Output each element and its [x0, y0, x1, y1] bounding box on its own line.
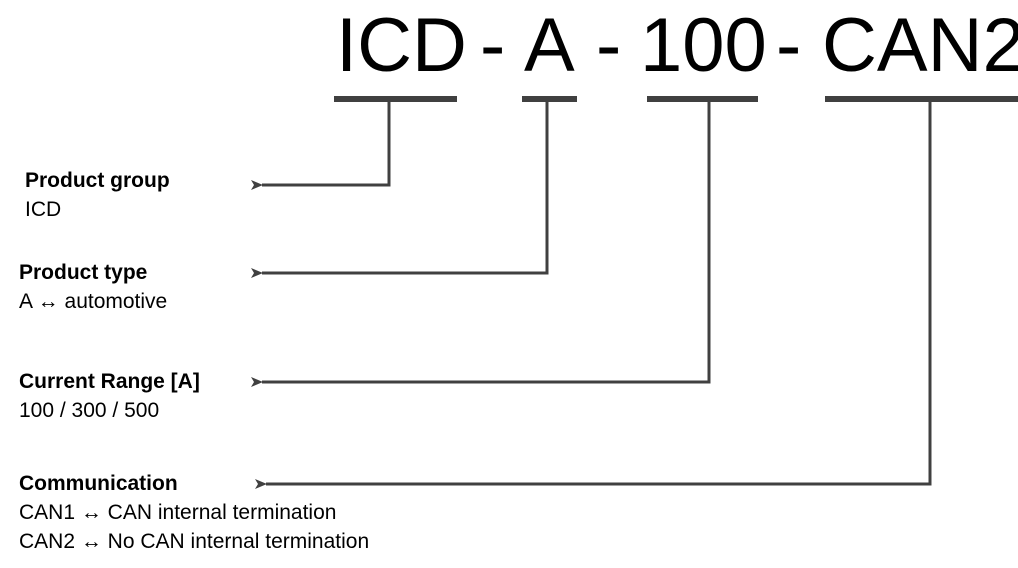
- arrow-product-type: [251, 102, 549, 278]
- underline-100: [647, 96, 758, 102]
- code-seg-can2: CAN2: [822, 3, 1018, 88]
- field-product-type: Product type A ↔ automotive: [19, 258, 167, 316]
- field-line: ICD: [25, 198, 62, 221]
- field-line: CAN1 ↔ CAN internal termination: [19, 501, 337, 524]
- code-seg-100: 100: [640, 3, 767, 88]
- code-sep-2: -: [596, 3, 622, 88]
- code-seg-icd: ICD: [336, 3, 467, 88]
- field-line: A ↔ automotive: [19, 290, 168, 313]
- field-current-range: Current Range [A] 100 / 300 / 500: [19, 367, 200, 425]
- underline-icd: [334, 96, 457, 102]
- code-seg-a: A: [524, 3, 575, 88]
- field-title: Product group: [25, 169, 170, 192]
- underline-a: [522, 96, 577, 102]
- field-line: 100 / 300 / 500: [19, 399, 160, 422]
- field-title: Communication: [19, 472, 178, 495]
- field-communication: Communication CAN1 ↔ CAN internal termin…: [19, 469, 369, 556]
- arrow-product-group: [251, 102, 391, 190]
- field-line: CAN2 ↔ No CAN internal termination: [19, 530, 370, 553]
- field-title: Current Range [A]: [19, 370, 200, 393]
- arrow-communication: [255, 102, 932, 489]
- code-sep-1: -: [480, 3, 506, 88]
- code-sep-3: -: [776, 3, 802, 88]
- underline-can2: [825, 96, 1018, 102]
- field-title: Product type: [19, 261, 148, 284]
- arrow-current-range: [251, 102, 711, 387]
- field-product-group: Product group ICD: [25, 166, 170, 224]
